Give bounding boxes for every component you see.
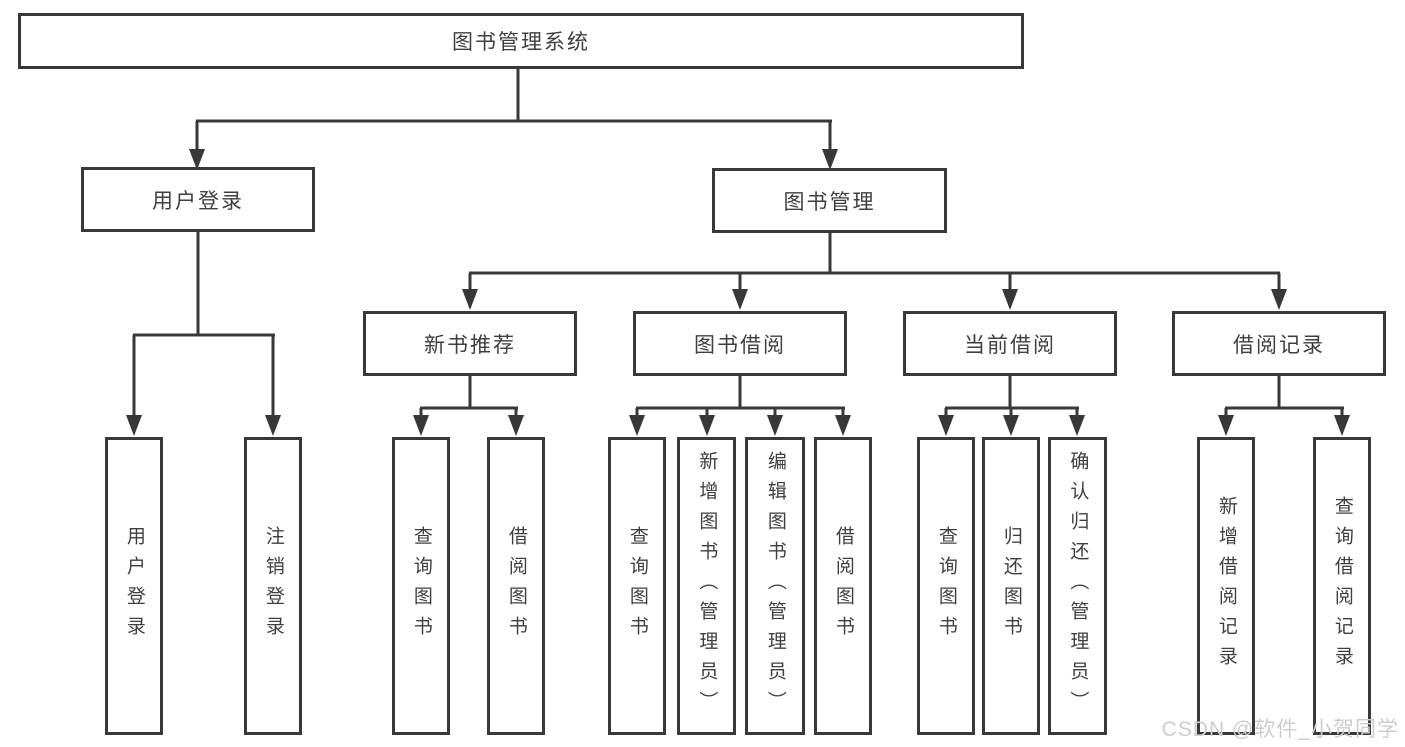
node-confirm-return-admin: 确认归还（管理员） (1048, 437, 1107, 735)
node-user-login-label: 用户登录 (152, 189, 244, 213)
node-query-borrow-record-label: 查询借阅记录 (1331, 496, 1353, 676)
node-book-borrowing: 图书借阅 (633, 311, 847, 376)
watermark: CSDN @软件_小贺同学 (1161, 718, 1399, 741)
node-borrowing-records: 借阅记录 (1172, 311, 1386, 376)
node-book-management: 图书管理 (712, 168, 947, 233)
node-add-books-admin: 新增图书（管理员） (677, 437, 736, 735)
node-query-books-1-label: 查询图书 (410, 526, 432, 646)
node-edit-books-admin-label: 编辑图书（管理员） (764, 451, 786, 721)
node-query-books-3: 查询图书 (917, 437, 975, 735)
node-query-books-2-label: 查询图书 (626, 526, 648, 646)
node-add-borrow-record: 新增借阅记录 (1197, 437, 1255, 735)
node-book-management-label: 图书管理 (783, 190, 876, 214)
node-new-book-recommend-label: 新书推荐 (424, 333, 516, 357)
node-query-borrow-record: 查询借阅记录 (1313, 437, 1371, 735)
edge-book-management-children (462, 233, 1287, 310)
edge-current-borrowing-children (938, 376, 1085, 436)
node-borrowing-records-label: 借阅记录 (1233, 333, 1325, 357)
node-logout-label: 注销登录 (262, 526, 284, 646)
node-user-login: 用户登录 (81, 167, 315, 232)
edge-book-borrowing-children (629, 376, 851, 436)
node-borrow-books-2-label: 借阅图书 (832, 526, 854, 646)
node-book-borrowing-label: 图书借阅 (694, 333, 786, 357)
node-borrow-books-1: 借阅图书 (487, 437, 545, 735)
node-library-system: 图书管理系统 (18, 13, 1024, 69)
node-query-books-1: 查询图书 (392, 437, 450, 735)
node-add-books-admin-label: 新增图书（管理员） (696, 451, 718, 721)
node-query-books-3-label: 查询图书 (935, 526, 957, 646)
node-add-borrow-record-label: 新增借阅记录 (1215, 496, 1237, 676)
edge-root-to-level2 (189, 69, 838, 170)
edge-new-book-recommend-children (413, 376, 524, 436)
node-return-books: 归还图书 (982, 437, 1040, 735)
node-query-books-2: 查询图书 (608, 437, 666, 735)
node-new-book-recommend: 新书推荐 (363, 311, 577, 376)
node-borrow-books-2: 借阅图书 (814, 437, 872, 735)
node-current-borrowing-label: 当前借阅 (964, 333, 1056, 357)
node-confirm-return-admin-label: 确认归还（管理员） (1067, 451, 1089, 721)
node-user-login-leaf-label: 用户登录 (123, 526, 145, 646)
node-logout: 注销登录 (244, 437, 302, 735)
node-library-system-label: 图书管理系统 (452, 31, 590, 54)
node-user-login-leaf: 用户登录 (105, 437, 163, 735)
node-borrow-books-1-label: 借阅图书 (505, 526, 527, 646)
node-edit-books-admin: 编辑图书（管理员） (745, 437, 805, 735)
node-current-borrowing: 当前借阅 (903, 311, 1117, 376)
edge-borrowing-records-children (1218, 376, 1350, 436)
edge-user-login-children (126, 232, 281, 436)
node-return-books-label: 归还图书 (1000, 526, 1022, 646)
